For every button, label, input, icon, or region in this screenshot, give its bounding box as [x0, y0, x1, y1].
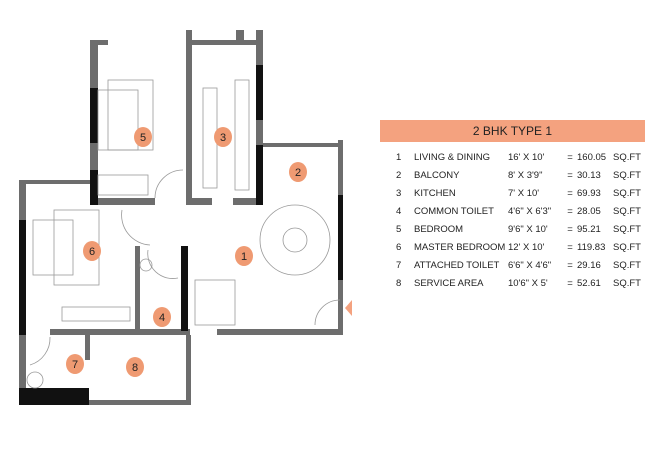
room-marker-circle: [83, 241, 101, 261]
room-name: LIVING & DINING: [414, 152, 491, 163]
room-marker-label: 8: [132, 362, 138, 374]
black-wall-segments: [19, 65, 343, 405]
area-unit: SQ.FT: [613, 152, 641, 163]
area-unit: SQ.FT: [613, 260, 641, 271]
room-dimensions: 6'6" X 4'6": [508, 260, 552, 271]
room-marker-label: 1: [241, 251, 247, 263]
equals-sign: =: [567, 170, 573, 181]
equals-sign: =: [567, 242, 573, 253]
entrance-arrow-icon: [345, 300, 352, 316]
equals-sign: =: [567, 278, 573, 289]
room-area: 29.16: [577, 260, 601, 271]
legend-row: 5 BEDROOM 9'6" X 10' = 95.21 SQ.FT: [380, 221, 645, 239]
room-marker-circle: [289, 162, 307, 182]
room-dimensions: 9'6" X 10': [508, 224, 548, 235]
area-unit: SQ.FT: [613, 170, 641, 181]
room-marker-label: 7: [72, 359, 78, 371]
room-area: 119.83: [577, 242, 606, 253]
room-dimensions: 16' X 10': [508, 152, 545, 163]
room-number: 2: [396, 170, 402, 181]
room-name: ATTACHED TOILET: [414, 260, 500, 271]
room-markers: 1 2 3 4 5 6 7 8: [66, 127, 307, 377]
room-number: 5: [396, 224, 402, 235]
equals-sign: =: [567, 206, 573, 217]
room-name: SERVICE AREA: [414, 278, 484, 289]
legend-row: 1 LIVING & DINING 16' X 10' = 160.05 SQ.FT: [380, 149, 645, 167]
room-name: KITCHEN: [414, 188, 456, 199]
equals-sign: =: [567, 152, 573, 163]
room-marker-circle: [153, 307, 171, 327]
room-marker-circle: [235, 246, 253, 266]
room-marker-label: 2: [295, 167, 301, 179]
room-area: 95.21: [577, 224, 601, 235]
room-marker-label: 5: [140, 132, 146, 144]
walls: [19, 30, 343, 405]
room-number: 6: [396, 242, 402, 253]
equals-sign: =: [567, 224, 573, 235]
legend-row: 2 BALCONY 8' X 3'9" = 30.13 SQ.FT: [380, 167, 645, 185]
legend-row: 3 KITCHEN 7' X 10' = 69.93 SQ.FT: [380, 185, 645, 203]
legend-row: 4 COMMON TOILET 4'6" X 6'3" = 28.05 SQ.FT: [380, 203, 645, 221]
room-dimensions: 4'6" X 6'3": [508, 206, 552, 217]
room-marker-circle: [66, 354, 84, 374]
area-unit: SQ.FT: [613, 224, 641, 235]
area-unit: SQ.FT: [613, 242, 641, 253]
area-unit: SQ.FT: [613, 278, 641, 289]
room-dimensions: 8' X 3'9": [508, 170, 543, 181]
room-name: MASTER BEDROOM: [414, 242, 506, 253]
room-dimensions: 7' X 10': [508, 188, 540, 199]
fixtures: [26, 79, 341, 389]
area-unit: SQ.FT: [613, 188, 641, 199]
room-dimensions: 12' X 10': [508, 242, 545, 253]
room-marker-label: 3: [220, 132, 226, 144]
area-unit: SQ.FT: [613, 206, 641, 217]
room-area: 69.93: [577, 188, 601, 199]
room-marker-circle: [214, 127, 232, 147]
room-name: BALCONY: [414, 170, 460, 181]
legend-row: 8 SERVICE AREA 10'6" X 5' = 52.61 SQ.FT: [380, 275, 645, 293]
room-dimensions: 10'6" X 5': [508, 278, 548, 289]
room-area: 30.13: [577, 170, 601, 181]
equals-sign: =: [567, 260, 573, 271]
room-marker-circle: [134, 127, 152, 147]
room-marker-label: 4: [159, 312, 165, 324]
room-name: COMMON TOILET: [414, 206, 494, 217]
room-number: 8: [396, 278, 402, 289]
legend-row: 7 ATTACHED TOILET 6'6" X 4'6" = 29.16 SQ.FT: [380, 257, 645, 275]
room-marker-circle: [126, 357, 144, 377]
legend-title: 2 BHK TYPE 1: [380, 120, 645, 142]
room-number: 3: [396, 188, 402, 199]
equals-sign: =: [567, 188, 573, 199]
room-name: BEDROOM: [414, 224, 464, 235]
floor-plan: 1 2 3 4 5 6 7 8: [19, 30, 352, 405]
room-number: 1: [396, 152, 402, 163]
room-area: 28.05: [577, 206, 601, 217]
room-area: 160.05: [577, 152, 607, 163]
room-number: 4: [396, 206, 402, 217]
room-area: 52.61: [577, 278, 601, 289]
room-marker-label: 6: [89, 246, 95, 258]
room-number: 7: [396, 260, 402, 271]
